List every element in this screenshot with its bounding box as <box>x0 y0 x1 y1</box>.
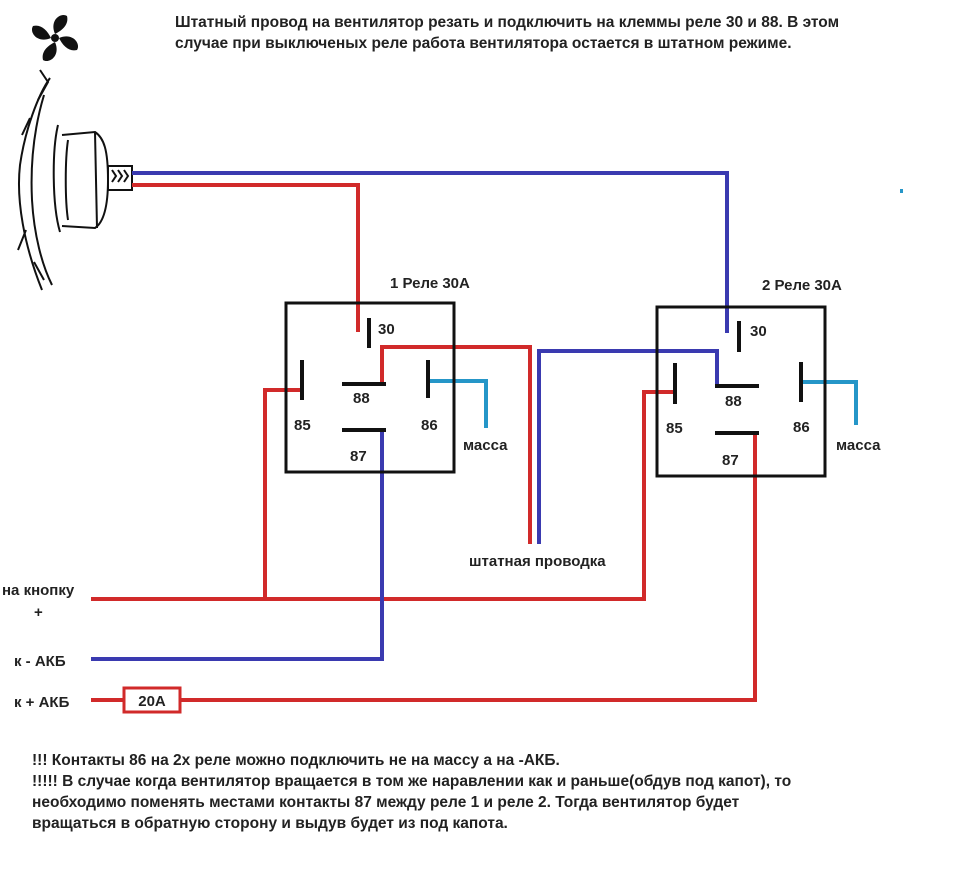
relay-2-pin-88: 88 <box>725 393 742 410</box>
wire-relay1-88-stock <box>380 345 532 544</box>
note-line-1: !!! Контакты 86 на 2х реле можно подключ… <box>32 752 560 769</box>
wire-relay2-86-ground <box>803 380 858 425</box>
stray-dot <box>900 189 903 193</box>
fuse-20a: 20А <box>122 686 182 714</box>
relay-2-body <box>655 305 827 478</box>
fan-symbol-icon <box>31 14 79 62</box>
plus-batt-label: к + АКБ <box>14 694 70 711</box>
stock-wiring-label: штатная проводка <box>469 553 606 570</box>
wire-minus-batt-relay1-87 <box>91 430 384 661</box>
wire-fuse-relay2-87 <box>180 433 757 702</box>
fuse-body <box>122 686 182 714</box>
relay-1: 1 Реле 30А 30 88 85 86 87 <box>284 275 470 474</box>
relay-1-pin-87: 87 <box>350 448 367 465</box>
wire-fan-relay1-30 <box>132 183 360 332</box>
relay-1-pin-86: 86 <box>421 417 438 434</box>
bottom-notes: !!! Контакты 86 на 2х реле можно подключ… <box>32 750 932 834</box>
top-note-line-1: Штатный провод на вентилятор резать и по… <box>175 14 840 31</box>
relay-1-pin-88: 88 <box>353 390 370 407</box>
wire-fan-relay2-30 <box>132 171 729 333</box>
fuse-label: 20А <box>138 693 166 710</box>
fan-motor-icon <box>17 69 133 291</box>
wire-relay2-88-stock <box>537 349 719 544</box>
relay-2-pin-30: 30 <box>750 323 767 340</box>
relay-2-pin-86: 86 <box>793 419 810 436</box>
ground-label-1: масса <box>463 437 508 454</box>
relay-1-body <box>284 301 456 474</box>
to-button-label: на кнопку <box>2 582 75 599</box>
relay-2-pin-87: 87 <box>722 452 739 469</box>
relay-2-title: 2 Реле 30А <box>762 277 842 294</box>
minus-batt-label: к - АКБ <box>14 653 66 670</box>
relay-1-title: 1 Реле 30А <box>390 275 470 292</box>
relay-2-pin-85: 85 <box>666 420 683 437</box>
plus-label: + <box>34 604 43 621</box>
top-note: Штатный провод на вентилятор резать и по… <box>175 12 935 54</box>
note-line-3: необходимо поменять местами контакты 87 … <box>32 794 740 811</box>
top-note-line-2: случае при выключеных реле работа вентил… <box>175 35 792 52</box>
note-line-4: вращаться в обратную сторону и выдув буд… <box>32 815 508 832</box>
ground-label-2: масса <box>836 437 881 454</box>
wire-relay1-86-ground <box>430 379 488 428</box>
relay-2: 2 Реле 30А 30 88 85 86 87 <box>655 277 842 478</box>
note-line-2: !!!!! В случае когда вентилятор вращаетс… <box>32 773 792 790</box>
wire-button-relay1-85 <box>263 388 302 599</box>
relay-1-pin-85: 85 <box>294 417 311 434</box>
relay-1-pin-30: 30 <box>378 321 395 338</box>
